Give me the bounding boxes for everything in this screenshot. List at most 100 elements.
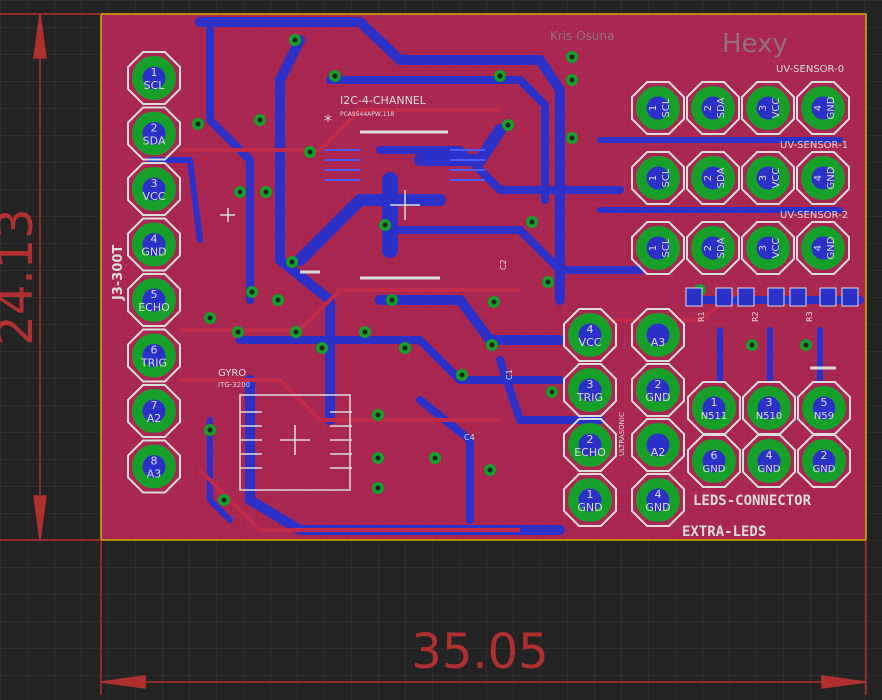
pad-outline: [796, 81, 850, 135]
pad-number: 4: [151, 233, 158, 246]
pad-number: 4: [813, 245, 824, 251]
pad-outline: [563, 363, 617, 417]
pad-hole: [142, 177, 166, 201]
pad-label: GND: [826, 96, 837, 119]
pad-hole: [646, 96, 670, 120]
extra-leds-pad-a3: A3: [631, 308, 685, 362]
pad-number: 2: [703, 175, 714, 181]
pad-number: 5: [151, 288, 158, 301]
pad-label: N510: [756, 411, 783, 422]
pad-outline: [741, 81, 795, 135]
extra-leds-pad-a2: A2: [631, 418, 685, 472]
pad-number: 5: [821, 396, 828, 409]
dimension-height: [0, 13, 101, 541]
dimension-width: [100, 540, 867, 695]
pad-outline: [631, 151, 685, 205]
pad-hole: [578, 488, 602, 512]
pad-outline: [796, 151, 850, 205]
pad-hole: [702, 396, 726, 420]
gyro-part: ITG-3200: [218, 381, 250, 389]
pad-outline: [563, 473, 617, 527]
pad-label: GND: [645, 501, 670, 514]
pad-label: A2: [147, 412, 162, 425]
extra-leds-label: EXTRA-LEDS: [682, 524, 766, 540]
pad-hole: [811, 96, 835, 120]
pad-number: 1: [648, 105, 659, 111]
pad-outline: [741, 151, 795, 205]
pad-hole: [646, 488, 670, 512]
board-fill-grid: [108, 20, 860, 534]
pad-label: GND: [826, 236, 837, 259]
dimension-height-value: 24.13: [0, 208, 44, 345]
author-text: Kris Osuna: [550, 29, 614, 43]
pad-number: 1: [587, 488, 594, 501]
pad-label: SCL: [661, 98, 672, 117]
pad-label: A3: [147, 468, 162, 481]
pad-hole: [142, 399, 166, 423]
pad-hole: [811, 236, 835, 260]
pad-hole: [142, 455, 166, 478]
pad-number: 2: [703, 105, 714, 111]
pad-label: GND: [813, 464, 836, 475]
gyro-label: GYRO: [218, 368, 246, 379]
pad-number: 2: [151, 122, 158, 135]
pad-outline: [563, 308, 617, 362]
pad-number: 2: [703, 245, 714, 251]
pad-hole: [756, 166, 780, 190]
uv-sensor-0-label: UV-SENSOR-0: [776, 64, 844, 75]
cap-label-c2: C2: [499, 259, 508, 270]
left-header-pad-a2: 7A2: [127, 384, 181, 438]
pad-number: 3: [758, 245, 769, 251]
pad-label: ECHO: [138, 301, 170, 314]
resistor-label-r1: R1: [697, 311, 706, 322]
ultrasonic-label: ULTRASONIC: [618, 412, 626, 456]
cap-label-c1: C1: [505, 369, 514, 380]
leds-connector-label: LEDS-CONNECTOR: [693, 493, 812, 509]
pad-hole: [142, 233, 166, 256]
pad-hole: [142, 66, 166, 90]
pad-label: GND: [826, 166, 837, 189]
pad-hole: [756, 96, 780, 120]
pad-outline: [796, 221, 850, 275]
pad-label: GND: [758, 464, 781, 475]
pad-outline: [631, 363, 685, 417]
pad-outline: [631, 81, 685, 135]
pad-hole: [757, 449, 781, 473]
pad-hole: [142, 288, 166, 312]
pad-outline: [127, 51, 181, 105]
pad-label: SDA: [716, 97, 727, 118]
pad-label: SCL: [661, 238, 672, 257]
pad-hole: [757, 396, 781, 420]
pad-number: 3: [766, 396, 773, 409]
pad-outline: [127, 273, 181, 327]
pad-hole: [646, 378, 670, 402]
pad-label: TRIG: [576, 391, 603, 404]
pad-hole: [646, 323, 670, 347]
uv-sensor-2-label: UV-SENSOR-2: [780, 210, 848, 221]
pad-number: 3: [151, 177, 158, 190]
pad-outline: [687, 434, 741, 488]
cap-label-c4: C4: [464, 433, 475, 442]
pad-outline: [686, 221, 740, 275]
pad-number: 6: [151, 344, 158, 357]
pad-outline: [127, 217, 181, 272]
pad-number: 1: [711, 396, 718, 409]
pad-number: 4: [587, 323, 594, 336]
